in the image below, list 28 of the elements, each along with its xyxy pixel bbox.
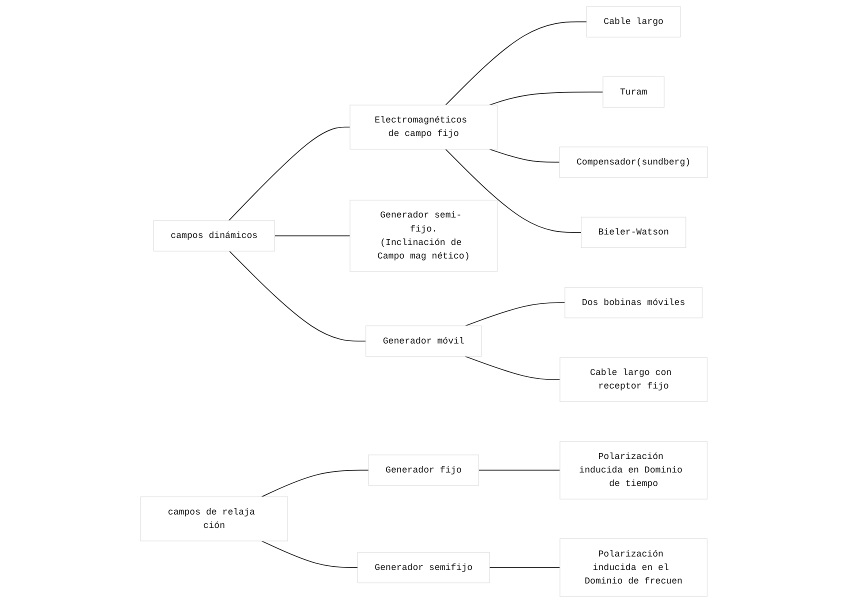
node-box: Generador fijo [368,454,480,486]
connector [229,250,367,342]
node-box: Polarización inducida en el Dominio de frecuen [560,538,708,597]
node-box: Cable largo [586,6,682,38]
connector [490,567,561,568]
node-box: Bieler-Watson [581,216,687,248]
node-box: Compensador(sundberg) [560,146,708,178]
node-box: Cable largo con receptor fijo [560,357,708,402]
connector [489,148,560,163]
node-box: Generador móvil [366,326,482,357]
connector [446,148,582,233]
connector [465,302,566,326]
node-box: campos dinámicos [154,220,276,252]
connector [228,126,351,221]
node-box: Generador semifijo [358,552,490,584]
node-box: campos de relaja ción [140,496,288,542]
node-box: Electromagnéticos de campo fijo [350,104,498,150]
node-box: Polarización inducida en Dominio de tiempo [560,441,708,500]
connector [262,540,359,568]
connector [446,21,588,106]
node-box: Dos bobinas móviles [565,287,703,318]
node-box: Generador semi- fijo. (Inclinación de Campo mag nético) [350,200,498,272]
connector [262,470,370,498]
connector [465,356,561,380]
connector [478,470,561,471]
connector [489,92,604,106]
connector [274,235,351,236]
node-box: Turam [603,76,665,108]
